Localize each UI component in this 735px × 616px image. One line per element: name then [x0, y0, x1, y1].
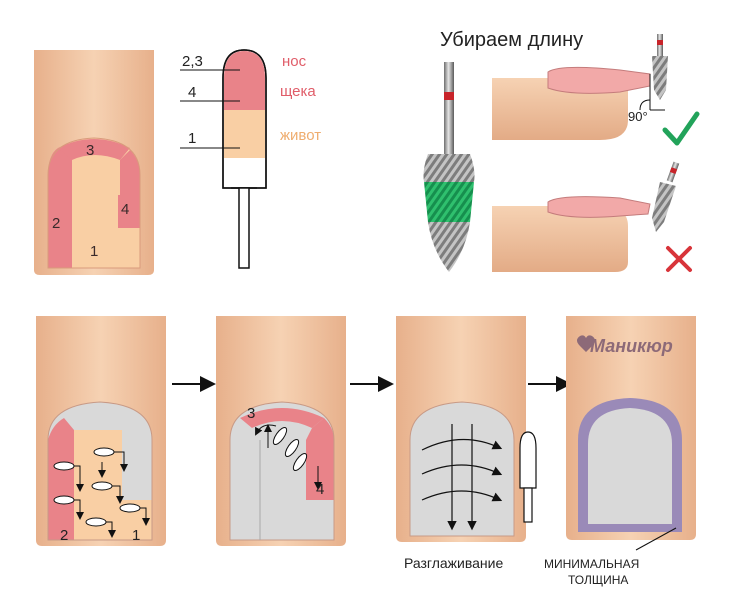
step2-zone-3: 3: [247, 405, 255, 422]
long-nail-wrong: [547, 196, 651, 218]
tag-4: 4: [188, 84, 196, 101]
nail-zone-3: 3: [86, 142, 94, 159]
length-section: Убираем длину 90°: [423, 29, 700, 272]
zone-map-finger: 3 2 4 1: [34, 50, 154, 275]
step2-zone-4: 4: [316, 481, 324, 498]
carbide-bit-photo: [423, 62, 475, 272]
cross-icon: [666, 246, 692, 272]
label-cheek: щека: [280, 83, 316, 100]
check-icon: [662, 111, 700, 146]
tag-2-3: 2,3: [182, 53, 203, 70]
step1-zone-2: 2: [60, 527, 68, 544]
step1-zone-1: 1: [132, 527, 140, 544]
nail-zone-2: 2: [52, 215, 60, 232]
step-2-finger: 3 4: [216, 316, 346, 546]
heart-icon: [577, 335, 595, 352]
label-belly: живот: [280, 127, 321, 144]
tag-1: 1: [188, 130, 196, 147]
length-title: Убираем длину: [440, 29, 583, 51]
zone-2-area: [48, 148, 72, 268]
finger-correct: 90°: [492, 34, 700, 146]
finger-wrong: [492, 161, 692, 272]
file-bit-zones: 2,3 4 1 нос щека живот: [180, 49, 321, 269]
belly-zone: [224, 110, 265, 158]
nail-zone-4: 4: [121, 201, 129, 218]
nose-zone: [224, 51, 265, 110]
zone-4-area: [118, 150, 140, 228]
step-3-finger: Разглаживание: [396, 316, 537, 571]
step-4-finger: Маникюр МИНИМАЛЬНАЯ ТОЛЩИНА: [544, 316, 696, 587]
label-nose: нос: [282, 53, 307, 70]
watermark-logo: Маникюр: [590, 336, 673, 356]
min-thickness-line2: ТОЛЩИНА: [568, 573, 628, 587]
zone-3-area: [58, 139, 130, 160]
smoothing-label: Разглаживание: [404, 555, 503, 571]
step-1-finger: 2 1: [36, 316, 166, 546]
min-thickness-line1: МИНИМАЛЬНАЯ: [544, 557, 639, 571]
angle-label: 90°: [628, 109, 648, 124]
nail-zone-1: 1: [90, 243, 98, 260]
bit-shank: [238, 187, 250, 269]
long-nail-correct: [547, 66, 651, 94]
